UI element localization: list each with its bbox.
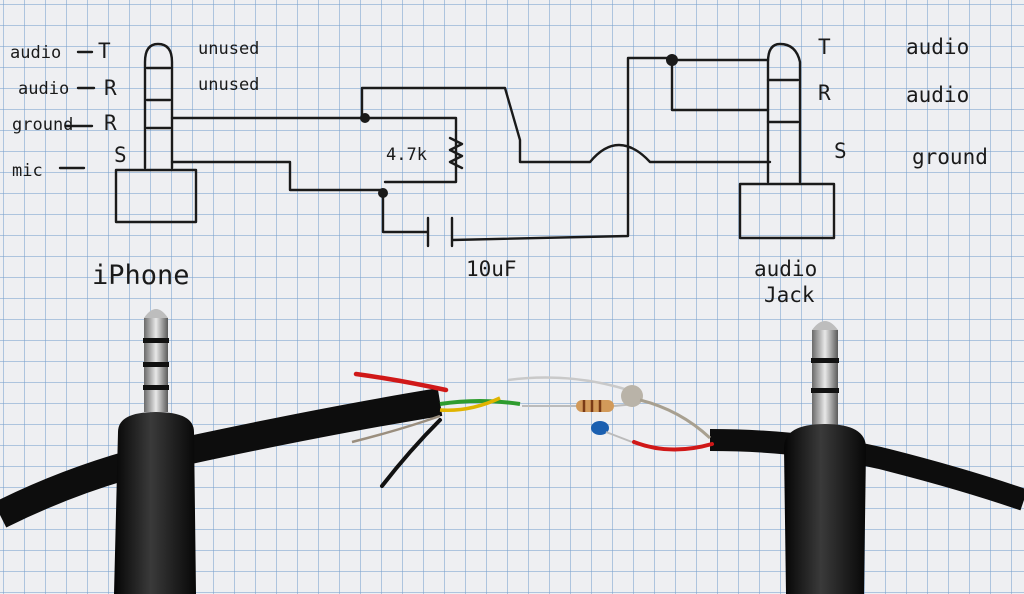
cable-photo — [0, 309, 1024, 594]
capacitor-label: 10uF — [466, 257, 517, 281]
unused-label-1: unused — [198, 75, 259, 95]
right-plug-drawing: audio Jack T R S audio audio ground — [738, 35, 988, 307]
left-pin-labels: audio audio ground mic T R R S unused un… — [10, 39, 259, 181]
right-pin-function-2: ground — [912, 145, 988, 169]
capacitor-branch — [381, 56, 674, 248]
circuit-wiring: 4.7k 10uF — [170, 54, 772, 281]
junction-dot-top — [360, 113, 370, 123]
right-cable — [709, 429, 1024, 511]
right-device-label-line1: audio — [754, 257, 817, 281]
resistor-loop — [360, 116, 458, 184]
left-plug-ring-c — [143, 385, 169, 390]
label-dashes — [58, 50, 96, 170]
left-pin-function-0: audio — [10, 43, 61, 63]
left-pin-letter-2: R — [104, 111, 117, 135]
left-device-label: iPhone — [92, 260, 190, 291]
left-pin-letter-3: S — [114, 143, 127, 167]
left-pin-function-2: ground — [12, 115, 73, 135]
red-wire-left — [353, 371, 449, 393]
resistor-symbol — [448, 136, 464, 170]
right-plug-ring-a — [811, 358, 839, 363]
left-plug-ring-a — [143, 338, 169, 343]
right-plug-body — [738, 182, 836, 240]
braided-shield — [639, 398, 712, 440]
right-pin-function-0: audio — [906, 35, 969, 59]
yellow-wire — [439, 396, 501, 412]
left-pin-function-1: audio — [18, 79, 69, 99]
left-pin-function-3: mic — [12, 161, 43, 181]
right-pin-letter-2: S — [834, 139, 847, 163]
right-plug-housing — [784, 424, 866, 594]
right-plug-rings — [766, 78, 800, 124]
left-plug-tip — [144, 309, 168, 318]
bare-lead-top — [507, 376, 629, 392]
left-plug-ring-b — [143, 362, 169, 367]
resistor-bands — [582, 400, 602, 412]
bare-ground-wire — [351, 414, 441, 444]
capacitor-lead — [605, 431, 633, 443]
solder-joint — [621, 385, 643, 407]
audio-wires — [670, 58, 770, 112]
left-plug-rings — [145, 66, 172, 130]
right-pin-letter-0: T — [818, 35, 831, 59]
left-plug-drawing: iPhone — [92, 42, 198, 291]
capacitor-part — [591, 421, 609, 435]
black-wire — [380, 418, 442, 488]
resistor-label: 4.7k — [386, 145, 427, 165]
resistor-part — [576, 400, 614, 412]
red-wire-right — [632, 440, 714, 452]
right-plug-pin — [812, 330, 838, 426]
right-plug-shaft — [766, 42, 802, 184]
left-plug-shaft — [143, 42, 174, 170]
left-plug-housing — [114, 412, 196, 594]
unused-label-0: unused — [198, 39, 259, 59]
left-pin-letter-1: R — [104, 76, 117, 100]
ground-wire — [170, 86, 772, 164]
green-wire — [439, 399, 521, 406]
right-device-label-line2: Jack — [764, 283, 815, 307]
right-plug-tip — [812, 321, 838, 330]
left-pin-letter-0: T — [98, 39, 111, 63]
left-cable — [0, 388, 443, 528]
mic-wire — [170, 160, 387, 192]
right-pin-letter-1: R — [818, 81, 831, 105]
right-pin-function-1: audio — [906, 83, 969, 107]
left-plug-body — [114, 168, 198, 224]
right-plug-ring-b — [811, 388, 839, 393]
